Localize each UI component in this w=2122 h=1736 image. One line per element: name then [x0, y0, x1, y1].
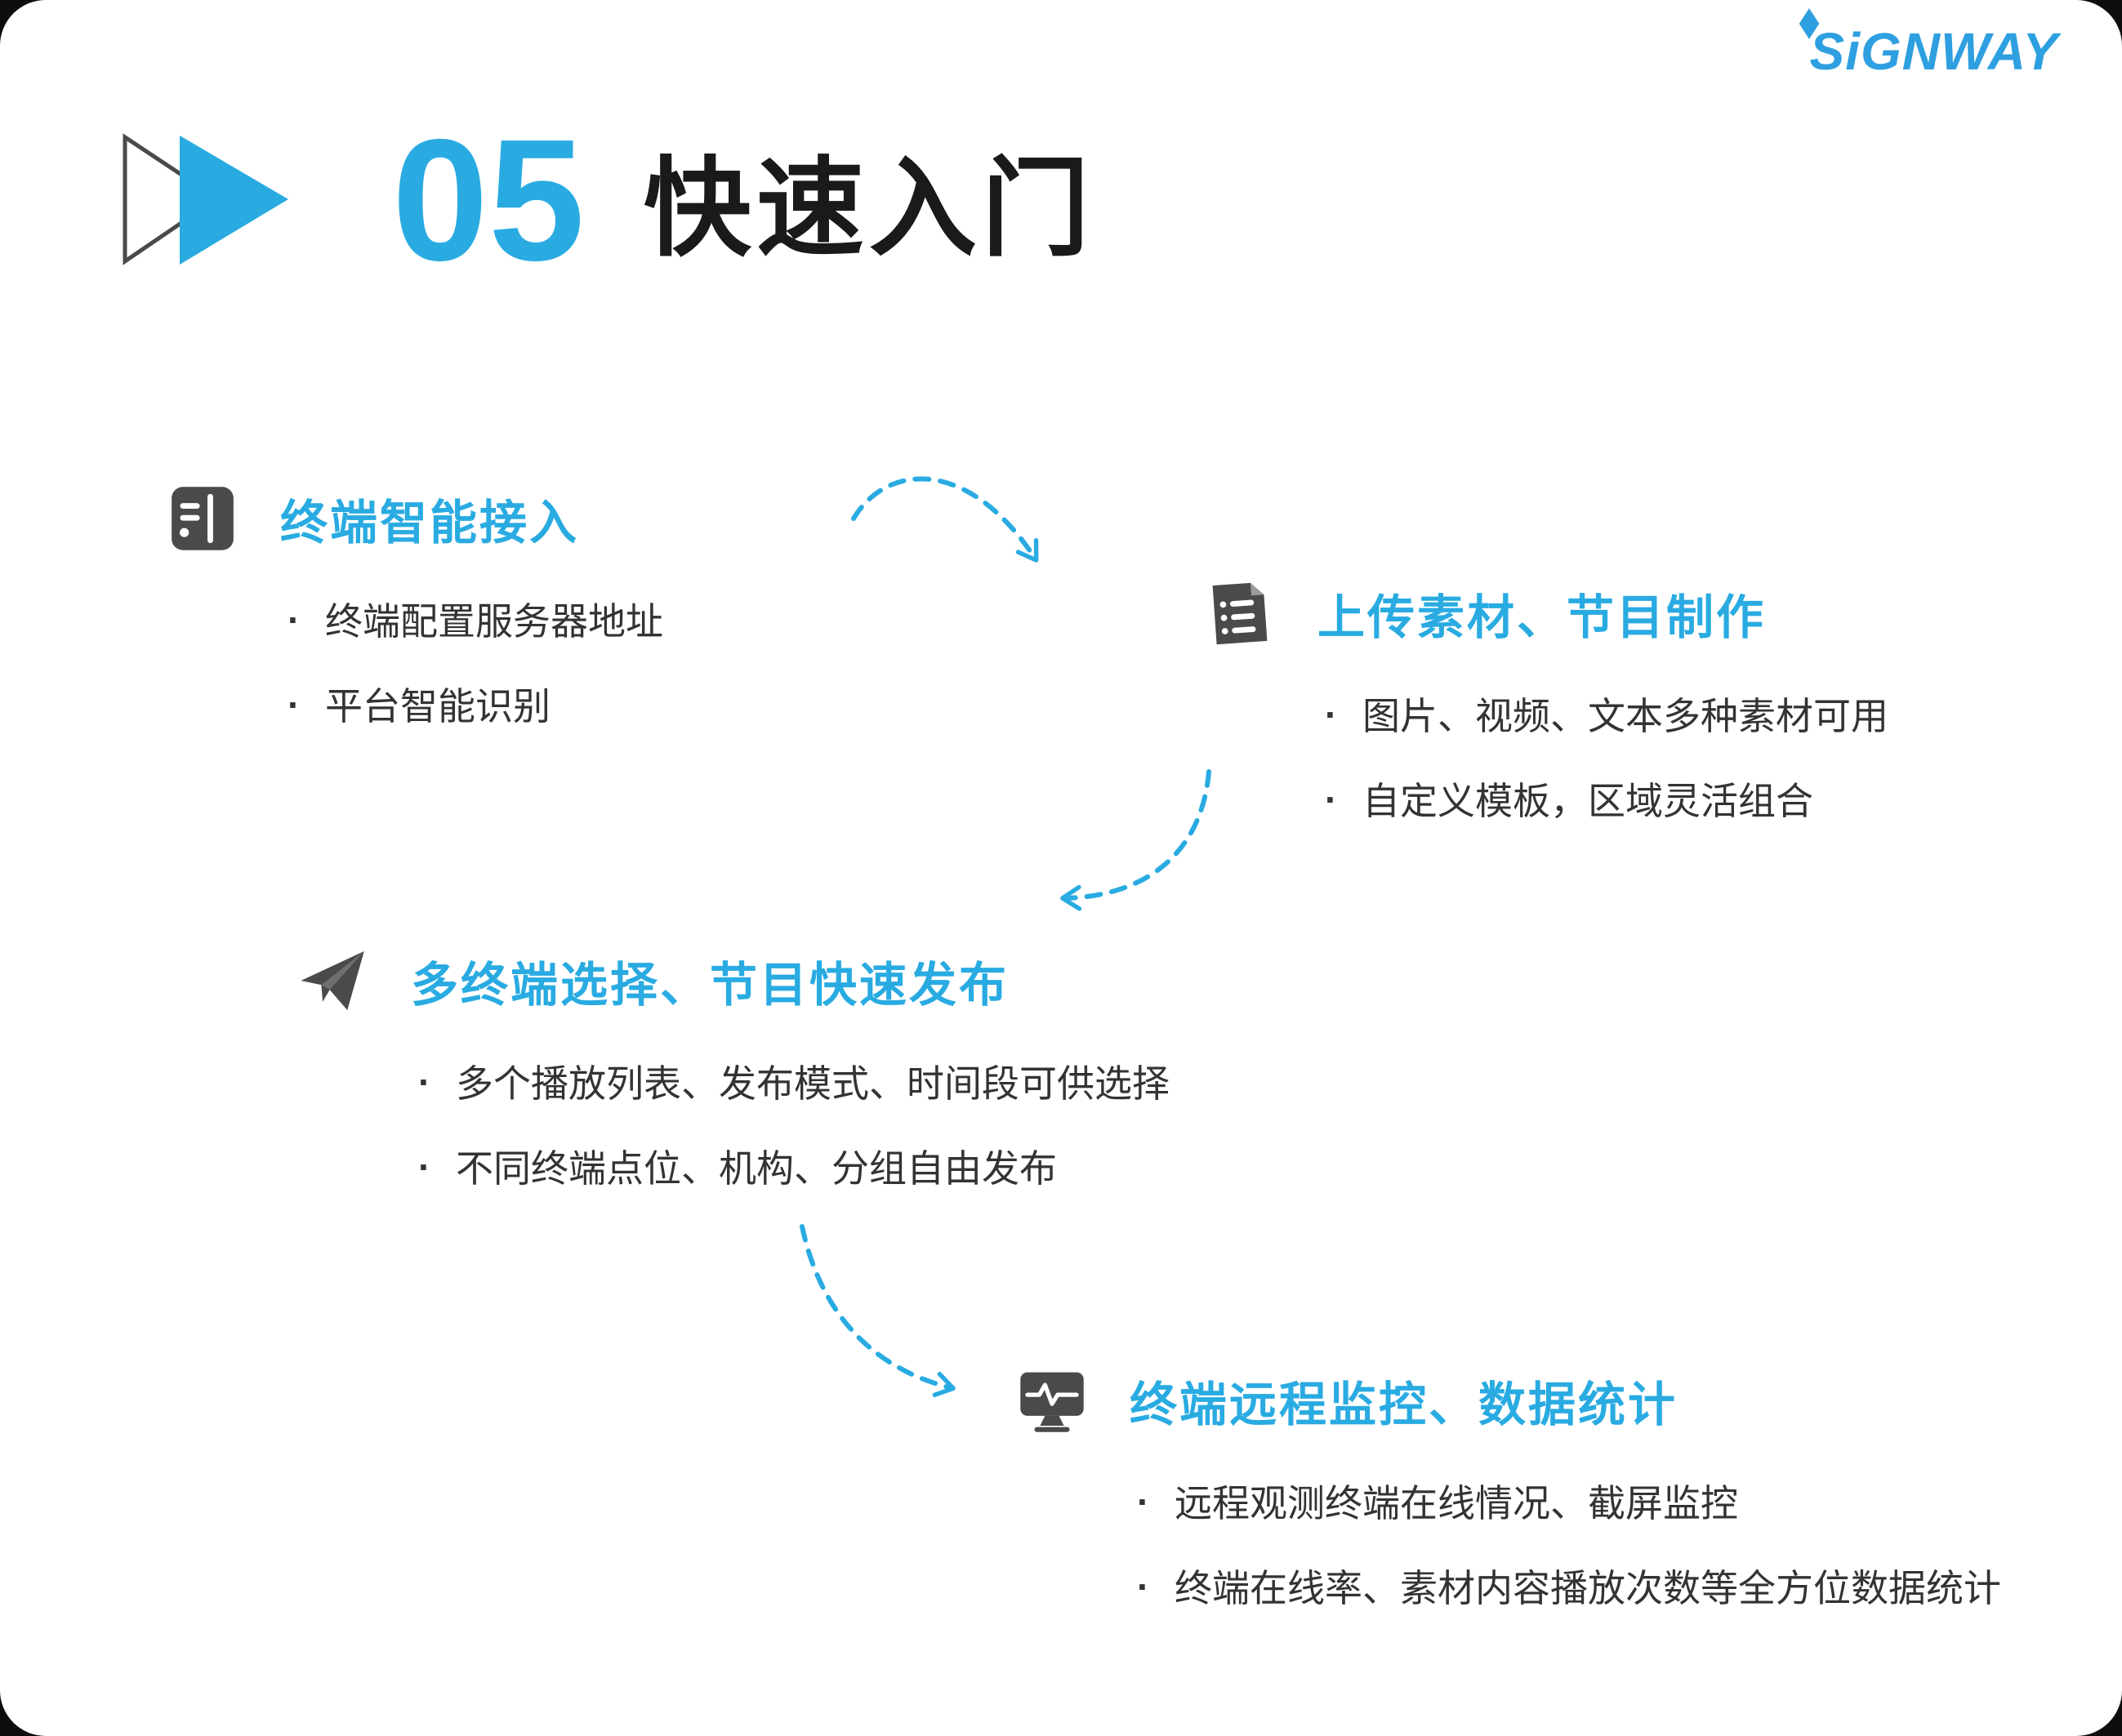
step-heading: 多终端选择、节目快速发布 [411, 959, 1010, 1012]
section-number: 05 [392, 102, 585, 296]
step-heading: 终端远程监控、数据统计 [1130, 1378, 1678, 1431]
step-bullets: 远程观测终端在线情况、截屏监控 终端在线率、素材内容播放次数等全方位数据统计 [1135, 1476, 2001, 1614]
play-triangles-icon [123, 132, 288, 265]
monitor-pulse-icon [1017, 1365, 1087, 1436]
step-bullets: 图片、视频、文本多种素材可用 自定义模板，区域灵活组合 [1323, 689, 1888, 826]
signway-logo: SiGNWAY [1809, 22, 2058, 81]
arrow-step1-to-step2 [851, 476, 1039, 563]
page-title: 快速入门 [643, 149, 1094, 269]
step-bullet: 多个播放列表、发布模式、时间段可供选择 [417, 1057, 1170, 1109]
paper-plane-icon [298, 946, 368, 1016]
step-bullet: 不同终端点位、机构、分组自由发布 [417, 1142, 1170, 1194]
step-terminal-access: 终端智能接入 终端配置服务器地址 平台智能识别 [167, 483, 663, 732]
step-bullet: 终端配置服务器地址 [286, 594, 663, 647]
arrow-step2-to-step3 [1060, 769, 1211, 911]
step-bullet: 终端在线率、素材内容播放次数等全方位数据统计 [1135, 1561, 2001, 1614]
step-bullet: 图片、视频、文本多种素材可用 [1323, 689, 1888, 741]
page-header: 05 快速入门 [121, 91, 1094, 308]
step-heading: 上传素材、节目制作 [1317, 591, 1767, 644]
step-bullet: 自定义模板，区域灵活组合 [1323, 774, 1888, 826]
step-bullet: 远程观测终端在线情况、截屏监控 [1135, 1476, 2001, 1529]
step-heading: 终端智能接入 [280, 496, 580, 550]
step-remote-monitor: 终端远程监控、数据统计 远程观测终端在线情况、截屏监控 终端在线率、素材内容播放… [1017, 1365, 2001, 1614]
step-bullet: 平台智能识别 [286, 679, 663, 732]
material-document-icon [1205, 578, 1275, 648]
step-bullets: 多个播放列表、发布模式、时间段可供选择 不同终端点位、机构、分组自由发布 [417, 1057, 1170, 1194]
step-bullets: 终端配置服务器地址 平台智能识别 [286, 594, 663, 732]
step-publish-program: 多终端选择、节目快速发布 多个播放列表、发布模式、时间段可供选择 不同终端点位、… [298, 946, 1170, 1194]
arrow-step3-to-step4 [800, 1224, 956, 1398]
terminal-device-icon [167, 483, 238, 554]
step-upload-material: 上传素材、节目制作 图片、视频、文本多种素材可用 自定义模板，区域灵活组合 [1205, 578, 1888, 826]
